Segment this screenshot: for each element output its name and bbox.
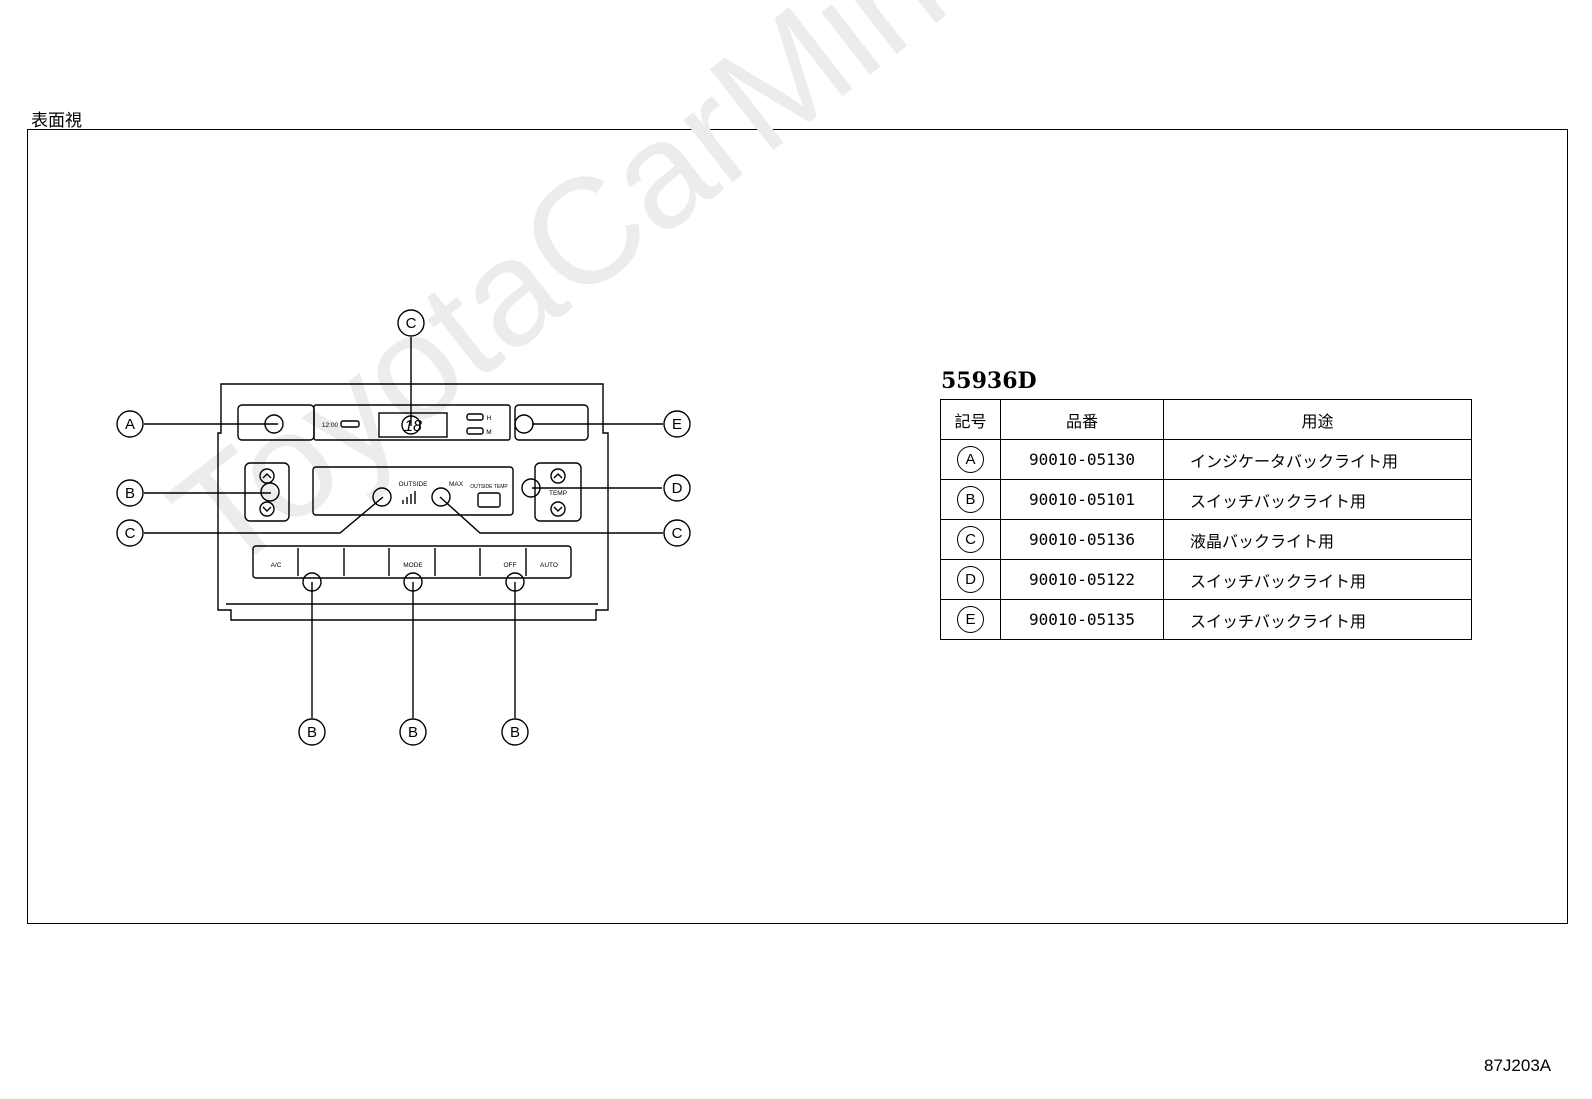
label-h: H — [487, 415, 492, 422]
header-part-number: 品番 — [1000, 399, 1164, 440]
callout-b-left: B — [125, 485, 135, 502]
part-number: 90010-05135 — [1000, 599, 1164, 640]
label-max: MAX — [449, 481, 464, 488]
parts-table: 記号 品番 用途 A 90010-05130 インジケータバックライト用 B 9… — [940, 399, 1472, 640]
usage: スイッチバックライト用 — [1163, 559, 1472, 600]
symbol-circle: A — [957, 446, 984, 473]
bottom-button-row — [252, 545, 572, 579]
symbol-circle: B — [957, 486, 984, 513]
diagram-frame — [27, 129, 1568, 924]
callout-a: A — [125, 416, 135, 433]
label-clock: 12:00 — [322, 422, 339, 429]
symbol-circle: C — [957, 526, 984, 553]
callout-b-bottom-2: B — [408, 724, 418, 741]
callout-c-left: C — [125, 525, 136, 542]
label-temp: TEMP — [549, 490, 567, 497]
header-symbol: 記号 — [940, 399, 1001, 440]
up-down-switch-left — [244, 462, 290, 522]
label-ac: A/C — [271, 562, 282, 569]
label-outside-temp: OUTSIDE TEMP — [470, 484, 508, 490]
usage: スイッチバックライト用 — [1163, 479, 1472, 520]
table-row: C 90010-05136 液晶バックライト用 — [940, 519, 1472, 560]
symbol-circle: D — [957, 566, 984, 593]
label-off: OFF — [504, 562, 517, 569]
table-row: A 90010-05130 インジケータバックライト用 — [940, 439, 1472, 480]
temp-switch-right — [534, 462, 582, 522]
part-number: 90010-05130 — [1000, 439, 1164, 480]
callout-b-bottom-3: B — [510, 724, 520, 741]
table-row: D 90010-05122 スイッチバックライト用 — [940, 559, 1472, 600]
table-header-row: 記号 品番 用途 — [940, 399, 1472, 440]
part-number: 90010-05136 — [1000, 519, 1164, 560]
label-temp-display: 18 — [404, 418, 422, 435]
outside-temp-button — [477, 492, 501, 508]
switch-e — [514, 404, 589, 441]
part-number: 90010-05122 — [1000, 559, 1164, 600]
symbol-circle: E — [957, 606, 984, 633]
callout-e: E — [672, 416, 682, 433]
label-mode: MODE — [403, 562, 423, 569]
part-number: 90010-05101 — [1000, 479, 1164, 520]
callout-b-bottom-1: B — [307, 724, 317, 741]
clock-window — [378, 412, 448, 438]
table-row: E 90010-05135 スイッチバックライト用 — [940, 599, 1472, 640]
header-usage: 用途 — [1163, 399, 1472, 440]
label-m: M — [486, 429, 491, 436]
callout-c-top: C — [406, 315, 417, 332]
label-outside: OUTSIDE — [399, 481, 429, 488]
usage: インジケータバックライト用 — [1163, 439, 1472, 480]
callout-d: D — [672, 480, 683, 497]
lcd-display-main — [312, 466, 514, 516]
lcd-display-top — [313, 404, 511, 441]
document-code: 87J203A — [1484, 1056, 1552, 1075]
table-title: 55936D — [941, 368, 1037, 394]
usage: スイッチバックライト用 — [1163, 599, 1472, 640]
usage: 液晶バックライト用 — [1163, 519, 1472, 560]
table-row: B 90010-05101 スイッチバックライト用 — [940, 479, 1472, 520]
view-label: 表面視 — [31, 111, 82, 131]
label-auto: AUTO — [540, 562, 558, 569]
indicator-button-a — [237, 404, 315, 441]
panel-outline — [217, 383, 609, 621]
callout-c-right: C — [672, 525, 683, 542]
